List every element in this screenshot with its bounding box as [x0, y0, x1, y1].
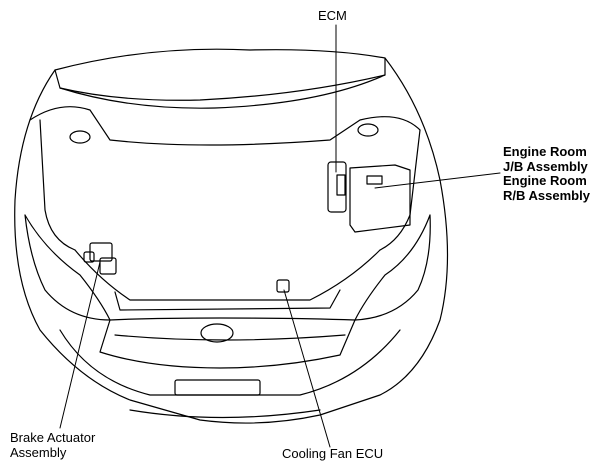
engine-room-jb-label: Engine Room J/B Assembly [503, 144, 588, 174]
body-outline [14, 57, 449, 424]
engine-room-jb-line1: Engine Room [503, 144, 587, 159]
engine-room-rb-line1: Engine Room [503, 173, 587, 188]
leader-lines [59, 24, 501, 448]
grille [99, 317, 356, 369]
cooling-fan-ecu-label: Cooling Fan ECU [282, 446, 384, 461]
engine-room-rb-label: Engine Room R/B Assembly [503, 173, 590, 203]
engine-room-rb-line2: R/B Assembly [503, 188, 590, 203]
cooling-fan-ecu-shape [276, 279, 290, 293]
engine-room-jb-line2: J/B Assembly [503, 159, 588, 174]
junction-block [349, 164, 411, 233]
hood-outline [54, 48, 386, 101]
brake-actuator-shape [83, 242, 117, 275]
ecm-box [327, 161, 347, 213]
bumper [59, 329, 401, 396]
brake-actuator-line2: Assembly [10, 445, 67, 460]
brake-actuator-label: Brake Actuator Assembly [10, 430, 95, 460]
ecm-label: ECM [318, 8, 347, 23]
brake-actuator-line1: Brake Actuator [10, 430, 96, 445]
emblem [200, 323, 234, 343]
left-headlight [24, 214, 111, 321]
